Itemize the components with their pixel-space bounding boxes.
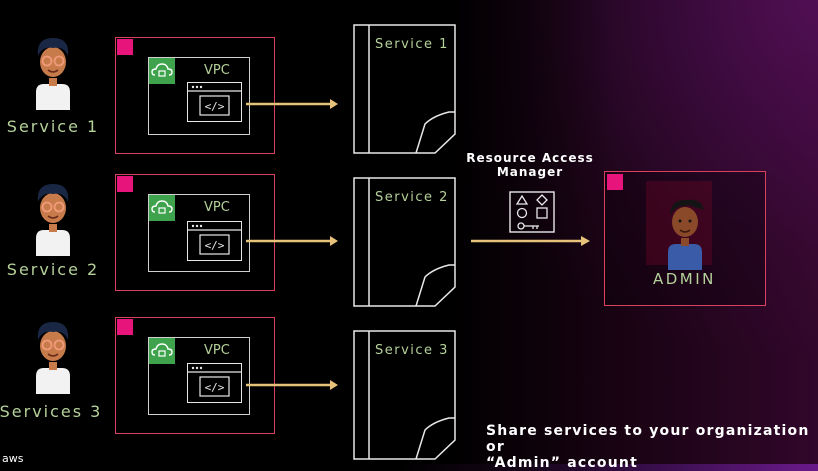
- service-document-icon: [353, 177, 456, 307]
- document-label: Service 3: [375, 343, 449, 358]
- account-badge-icon: [607, 174, 623, 190]
- arrow-icon: [246, 380, 338, 390]
- account-box: [115, 37, 275, 154]
- arrow-icon: [471, 236, 590, 246]
- caption-line1: Share services to your organization or: [486, 423, 810, 455]
- vpc-label: VPC: [204, 343, 230, 358]
- ram-label-line2: Manager: [496, 165, 564, 179]
- arrow-icon: [246, 99, 338, 109]
- ram-label: Resource Access Manager: [460, 151, 600, 179]
- arrow-icon: [246, 236, 338, 246]
- svg-text:</>: </>: [205, 239, 225, 252]
- service-document-icon: [353, 330, 456, 460]
- vpc-label: VPC: [204, 63, 230, 78]
- admin-label: ADMIN: [653, 270, 716, 288]
- vpc-box: [148, 337, 250, 415]
- document-label: Service 2: [375, 190, 449, 205]
- code-window-icon: </>: [187, 82, 242, 122]
- admin-person-icon: [668, 199, 704, 270]
- aws-logo: aws: [2, 452, 24, 465]
- code-window-icon: </>: [187, 363, 242, 403]
- vpc-label: VPC: [204, 200, 230, 215]
- caption-line2: “Admin” account: [486, 455, 638, 471]
- resource-access-manager-icon: [509, 191, 555, 233]
- code-window-icon: </>: [187, 221, 242, 261]
- account-box: [115, 174, 275, 291]
- person-icon: [36, 38, 70, 110]
- vpc-lock-icon: [149, 338, 175, 364]
- vpc-box: [148, 194, 250, 272]
- service-label: Service 2: [6, 260, 100, 279]
- service-document-icon: [353, 24, 456, 154]
- svg-text:</>: </>: [205, 100, 225, 113]
- account-badge-icon: [117, 39, 133, 55]
- vpc-lock-icon: [149, 58, 175, 84]
- service-label: Services 3: [0, 402, 103, 421]
- account-box: [115, 317, 275, 434]
- service-label: Service 1: [6, 117, 100, 136]
- document-label: Service 1: [375, 37, 449, 52]
- person-icon: [36, 184, 70, 256]
- ram-label-line1: Resource Access: [466, 151, 594, 165]
- vpc-box: [148, 57, 250, 135]
- account-badge-icon: [117, 176, 133, 192]
- person-icon: [36, 322, 70, 394]
- svg-text:</>: </>: [205, 381, 225, 394]
- account-badge-icon: [117, 319, 133, 335]
- vpc-lock-icon: [149, 195, 175, 221]
